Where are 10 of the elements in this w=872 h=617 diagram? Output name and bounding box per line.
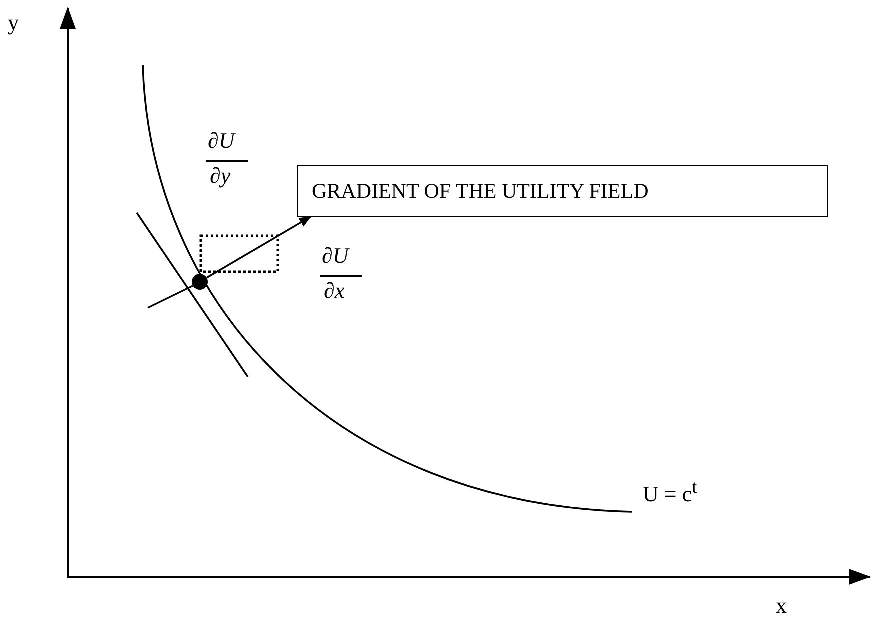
axis-label: x xyxy=(776,595,787,617)
curve-label: U = c$^{t}$ xyxy=(643,478,698,506)
gradient-arrow xyxy=(206,216,312,279)
partial-derivative: ∂x xyxy=(324,280,345,302)
axis-label: y xyxy=(8,12,19,34)
partial-derivative: ∂y xyxy=(210,165,231,187)
partial-derivative: ∂U xyxy=(208,130,235,152)
partial-derivative: ∂U xyxy=(322,245,349,267)
point-dot xyxy=(192,274,208,290)
label-box: GRADIENT OF THE UTILITY FIELD xyxy=(297,165,828,217)
